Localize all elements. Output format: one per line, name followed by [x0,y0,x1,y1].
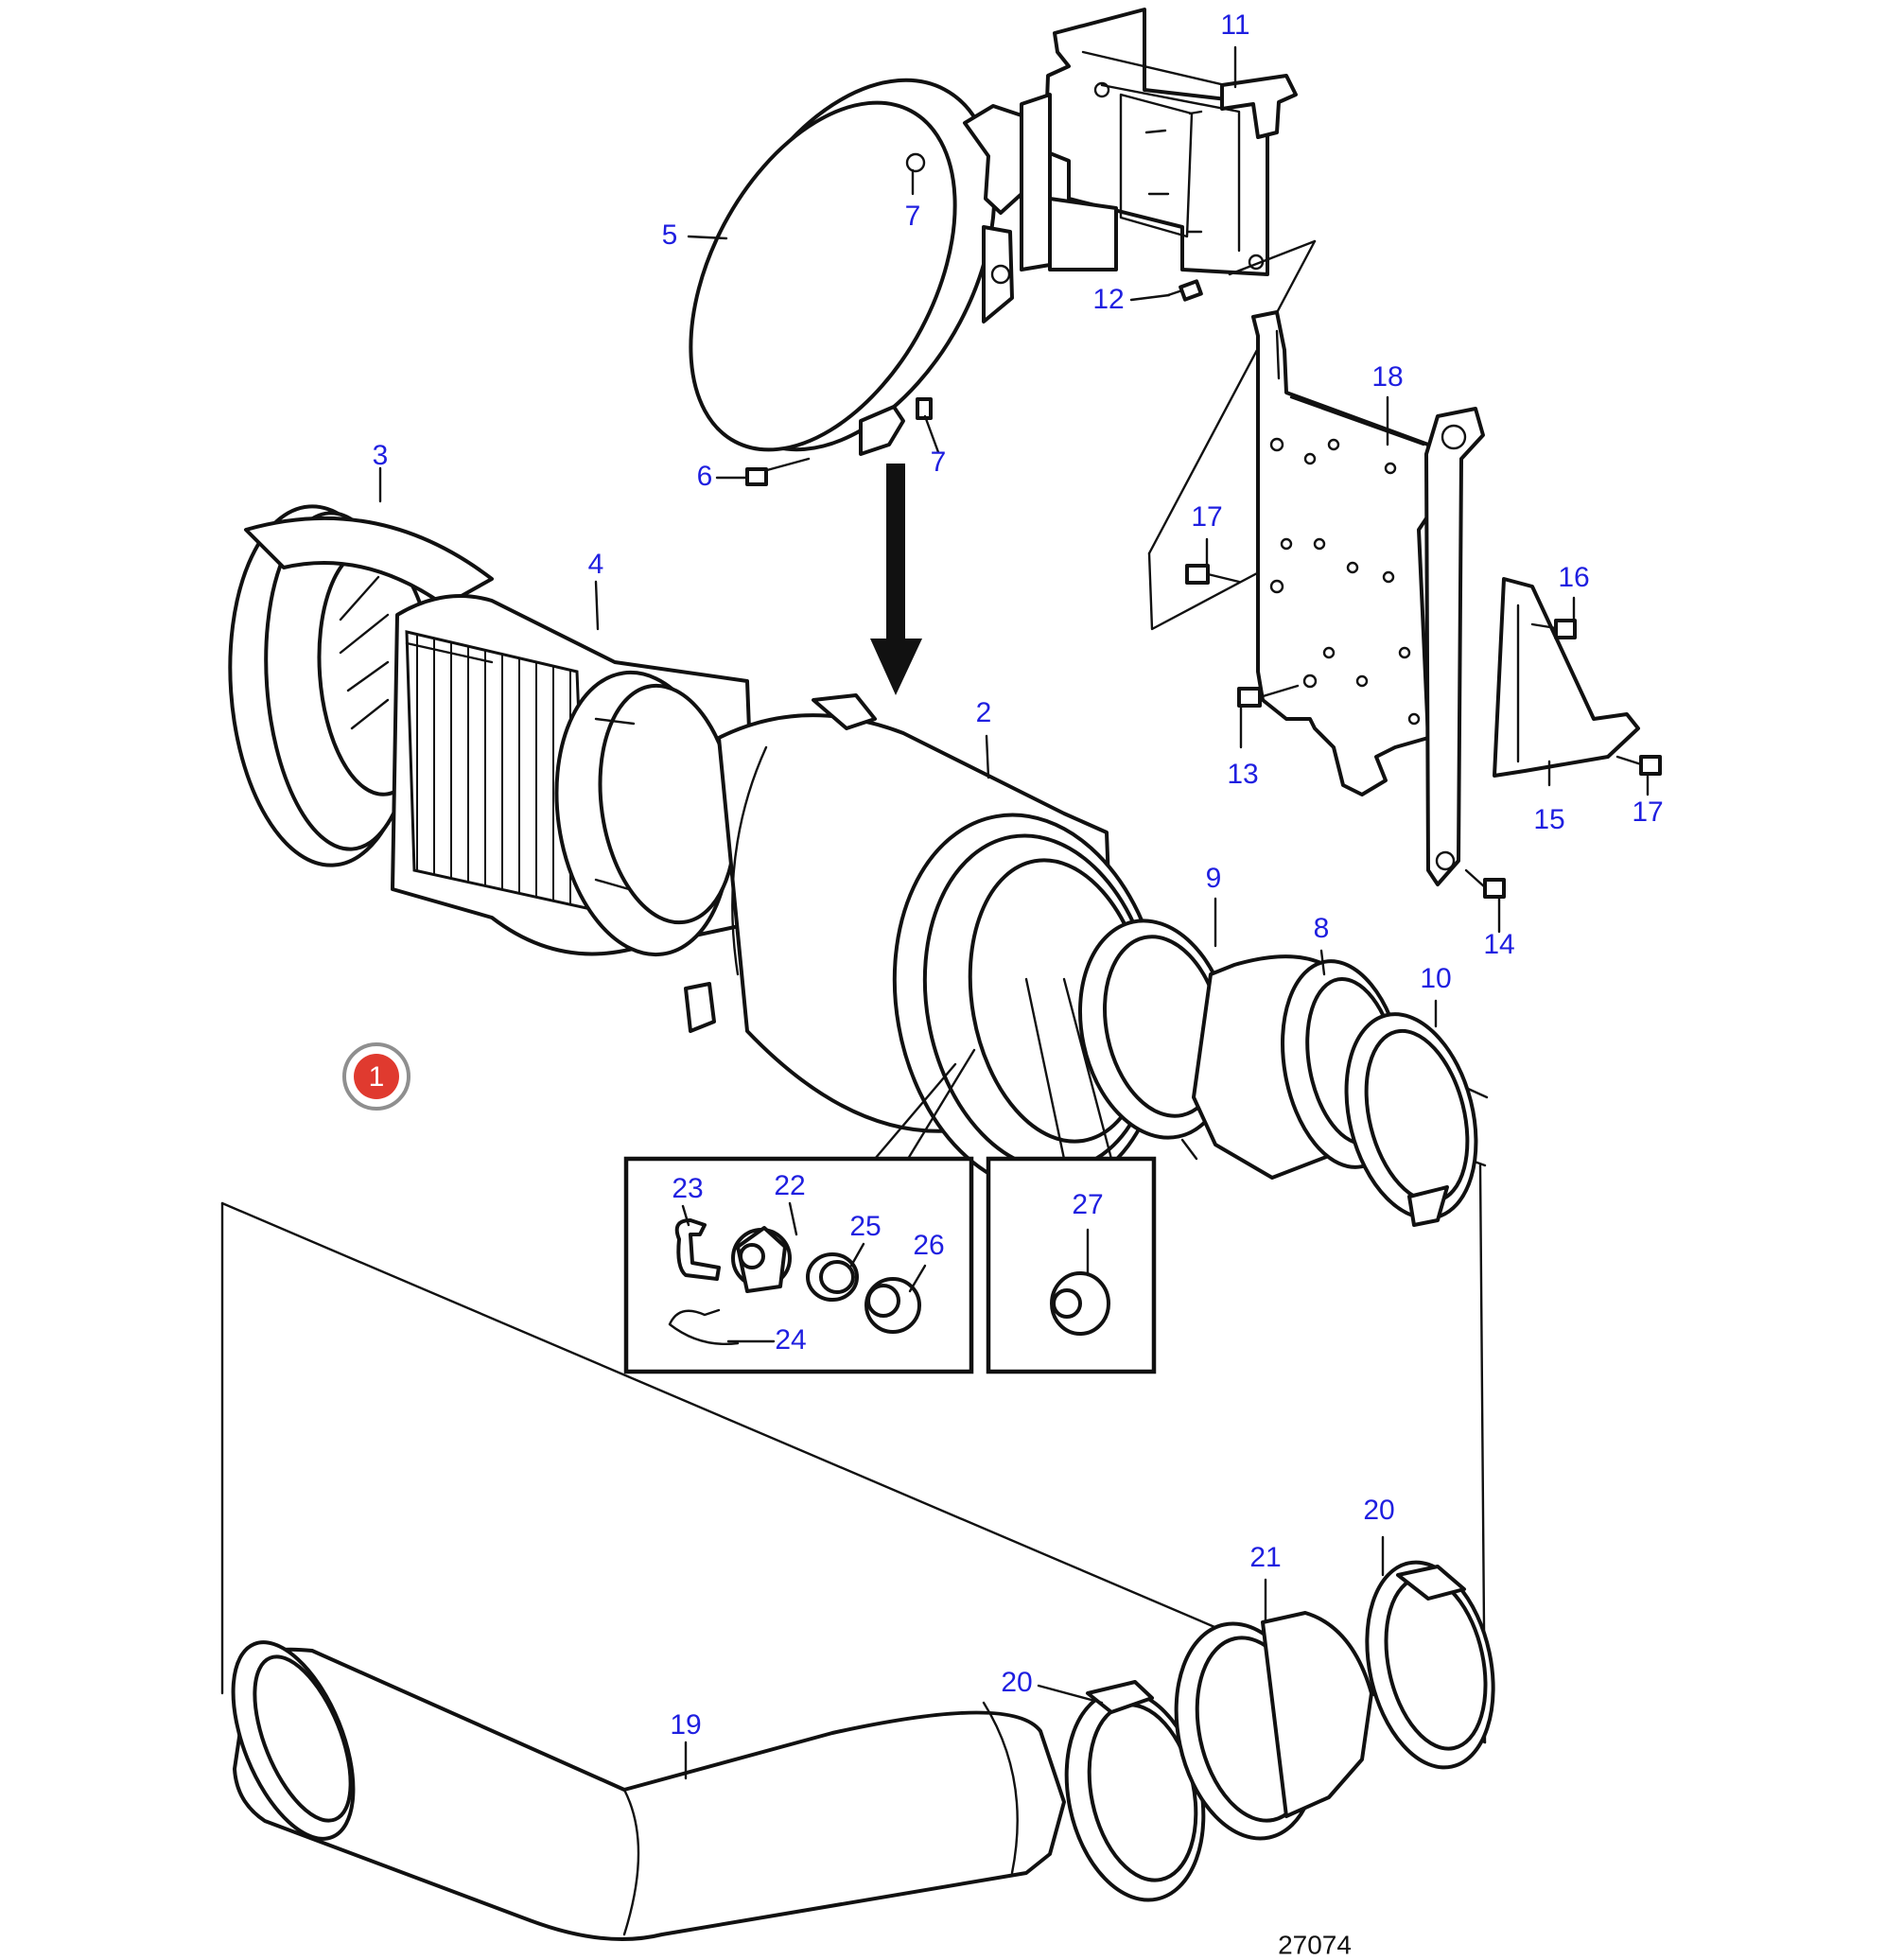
label-7-bottom: 7 [931,446,947,478]
clamp-ring-9 [1077,919,1234,1140]
label-17-left: 17 [1191,501,1222,533]
label-24: 24 [775,1324,806,1356]
label-2: 2 [976,697,992,728]
mounting-plate [1251,310,1440,796]
label-26: 26 [913,1230,944,1261]
label-20-left: 20 [1001,1667,1032,1698]
cover-and-strap [689,78,1023,486]
detail-box-sensor [623,1048,976,1374]
label-9: 9 [1206,863,1222,894]
label-7-top: 7 [905,201,921,232]
label-8: 8 [1314,913,1330,944]
side-bracket [1424,407,1640,886]
variant-badge: 1 [342,1042,410,1111]
label-20-right: 20 [1363,1495,1394,1526]
label-10: 10 [1420,963,1451,994]
label-25: 25 [849,1211,881,1242]
screws-right [1166,279,1662,899]
clamp-10 [1344,1012,1489,1227]
position-labels: 11 5 7 6 7 12 18 17 13 14 16 17 15 9 8 1… [373,9,1664,1741]
label-18: 18 [1371,361,1403,393]
label-15: 15 [1533,804,1564,835]
label-11: 11 [1220,9,1249,41]
label-22: 22 [774,1170,805,1201]
label-17-right: 17 [1632,796,1663,828]
detail-box-grommet [986,977,1157,1374]
leader-lines [378,45,1650,1780]
label-12: 12 [1092,284,1124,315]
label-23: 23 [672,1173,703,1204]
label-13: 13 [1227,759,1258,790]
label-4: 4 [588,549,604,580]
filter-cartridge [391,594,759,957]
assembly-arrow [870,464,922,695]
label-19: 19 [670,1709,701,1741]
intake-pipe [231,1640,1066,1941]
label-3: 3 [373,440,389,471]
label-21: 21 [1249,1542,1281,1573]
drawing-number: 27074 [1278,1930,1352,1959]
label-27: 27 [1072,1189,1103,1220]
badge-number: 1 [369,1061,385,1093]
label-14: 14 [1483,929,1514,960]
upper-bracket [1020,8,1317,276]
label-6: 6 [697,461,713,492]
label-5: 5 [662,219,678,251]
lower-clamps [1064,1560,1495,1902]
filter-housing [684,693,1166,1193]
label-16: 16 [1558,562,1589,593]
